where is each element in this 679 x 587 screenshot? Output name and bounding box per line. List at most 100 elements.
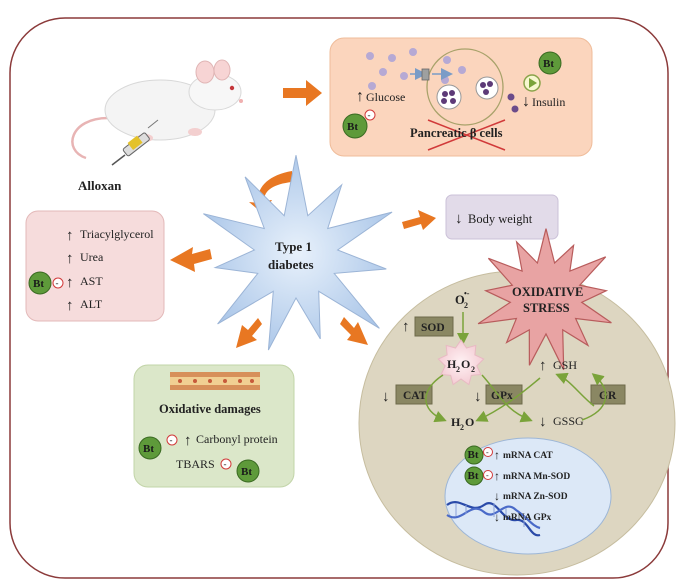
type1-line2: diabetes [268,257,314,272]
gssg-label: GSSG [553,414,584,428]
arrow-to-oxidative-damages [236,318,262,348]
bt-compound-icon: Bt [138,436,162,460]
up-arrow: ↑ [494,469,500,483]
svg-text:Bt: Bt [241,466,252,478]
urea-label: Urea [80,250,104,264]
svg-text:Bt: Bt [143,443,154,455]
gssg-down-arrow: ↓ [539,414,547,430]
glut-transporter [421,68,430,81]
mrna-mnsod-label: mRNA Mn-SOD [503,472,570,482]
sod-label: SOD [421,322,445,334]
inhibit-icon: - [483,447,493,457]
svg-text:Bt: Bt [347,121,358,133]
svg-text:O: O [461,357,470,371]
body-weight-box [445,194,559,240]
bt-compound-icon: Bt [342,113,368,139]
mrna-znsod-label: mRNA Zn-SOD [503,492,568,502]
h2o-label: H 2 O [451,415,474,432]
alloxan-label: Alloxan [78,178,122,193]
h2o2-burst [437,339,485,386]
pancreatic-cells-label: Pancreatic β cells [410,126,503,140]
arrow-to-liver-markers [170,247,212,272]
up-arrow: ↑ [184,433,192,449]
ast-label: AST [80,274,103,288]
insulin-granule [475,76,499,100]
oxidative-damages-box [133,364,295,488]
tbars-label: TBARS [176,457,215,471]
carbonyl-protein-label: Carbonyl protein [196,432,278,446]
svg-text:-: - [486,448,489,457]
svg-text:Bt: Bt [468,449,479,461]
bt-compound-icon: Bt [538,51,562,75]
svg-text:-: - [486,471,489,480]
type1-diabetes-star [203,155,393,351]
insulin-dot [511,105,519,113]
arrow-to-oxidative-stress [340,317,368,345]
insulin-label: Insulin [532,95,565,109]
sod-up-arrow: ↑ [402,319,410,335]
superoxide-label: O 2 •- [455,289,470,310]
mrna-gpx-label: mRNA GPx [503,513,552,523]
svg-text:O: O [465,415,474,429]
play-icon [523,74,541,92]
glucose-up-arrow: ↑ [356,88,364,105]
svg-text:-: - [224,459,227,469]
oxidative-stress-line1: OXIDATIVE [512,285,583,299]
down-arrow: ↓ [494,489,500,503]
svg-text:Bt: Bt [33,278,44,290]
inhibit-icon: - [364,109,376,121]
cat-label: CAT [403,390,427,402]
bt-compound-icon: Bt [464,466,484,486]
arrow-to-pancreas [283,80,322,106]
mrna-cat-label: mRNA CAT [503,451,553,461]
cat-box [395,384,433,405]
syringe-icon [111,119,159,166]
svg-text:-: - [56,278,59,288]
inhibit-icon: - [166,434,178,446]
gsh-up-arrow: ↑ [539,358,547,374]
cross-line [427,119,506,151]
bt-compound-icon: Bt [236,459,260,483]
oxidative-damages-title: Oxidative damages [159,402,261,416]
gr-label: GR [599,390,617,402]
svg-text:2: 2 [464,301,468,310]
gr-box [590,384,626,405]
down-arrow: ↓ [494,510,500,524]
svg-text:2: 2 [460,423,464,432]
up-arrow: ↑ [494,448,500,462]
membrane-illustration [170,372,260,390]
oxidative-stress-line2: STRESS [523,301,570,315]
svg-text:H: H [451,415,461,429]
bt-compound-icon: Bt [464,445,484,465]
insulin-dot [507,93,515,101]
up-arrow: ↑ [66,251,74,267]
insulin-down-arrow: ↓ [522,93,530,110]
glucose-dots [366,48,466,90]
rat-illustration [71,59,243,160]
redox-flow-arrows [425,372,607,423]
sod-box [414,316,454,337]
svg-text:Bt: Bt [468,470,479,482]
up-arrow: ↑ [66,275,74,291]
insulin-granule [436,84,462,110]
svg-text:2: 2 [471,365,475,374]
inhibit-icon: - [52,277,64,289]
bt-compound-icon: Bt [28,271,52,295]
inhibit-icon: - [220,458,232,470]
svg-text:2: 2 [456,365,460,374]
beta-cell-outline [426,48,504,126]
svg-text:-: - [170,435,173,445]
svg-text:H: H [447,357,457,371]
type1-line1: Type 1 [275,239,312,254]
liver-markers-box [25,210,165,322]
gpx-down-arrow: ↓ [474,389,482,405]
svg-text:•-: •- [464,289,470,298]
nucleus [444,437,612,555]
body-weight-label: Body weight [468,212,533,226]
dna-helix-icon [446,501,541,537]
body-weight-down-arrow: ↓ [455,211,463,227]
h2o2-label: H 2 O 2 [447,357,475,374]
up-arrow: ↑ [66,298,74,314]
